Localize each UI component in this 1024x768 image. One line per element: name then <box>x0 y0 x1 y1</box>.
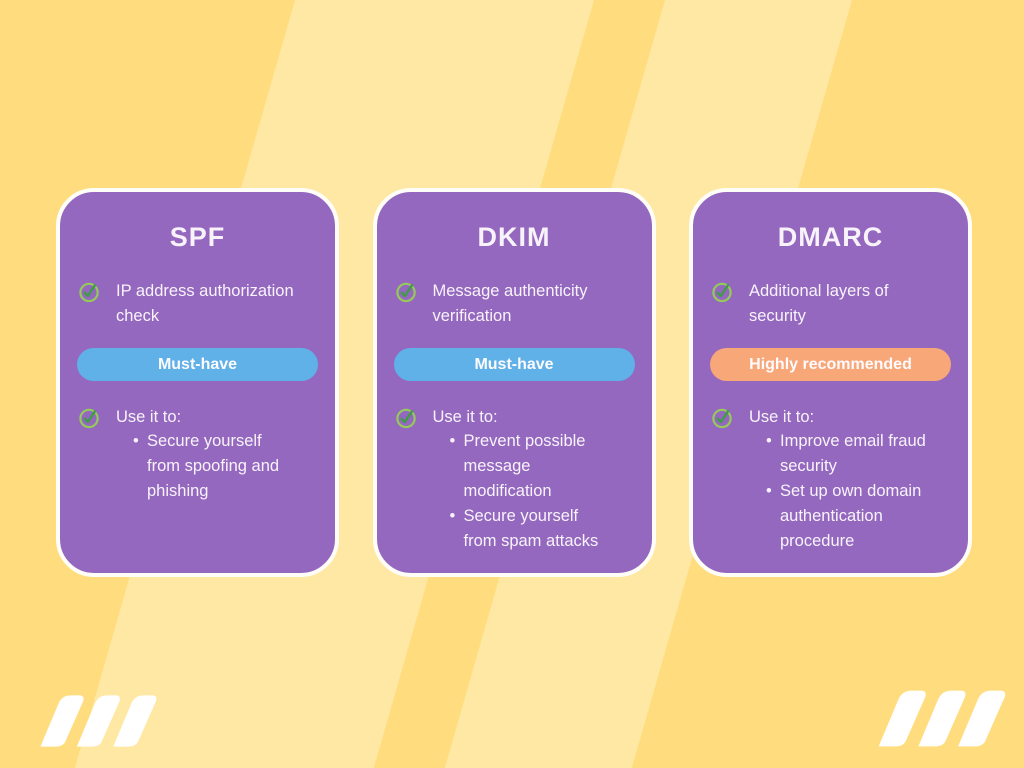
status-badge: Must-have <box>393 348 635 381</box>
spf-card: SPF IP address authorization check Must-… <box>56 188 339 577</box>
bullet-item: Secure yourself from spoofing and phishi… <box>133 429 323 504</box>
card-title: SPF <box>169 222 226 252</box>
bullet-list: Prevent possible message modification Se… <box>450 429 640 554</box>
card-title: DKIM <box>477 222 551 252</box>
bullet-item: Prevent possible message modification <box>450 429 640 504</box>
check-circle-icon <box>79 282 99 303</box>
cards-row: SPF IP address authorization check Must-… <box>56 188 972 577</box>
status-badge: Must-have <box>77 348 318 381</box>
triple-slash-logo <box>878 690 1006 747</box>
use-it-to-label: Use it to: <box>749 408 815 426</box>
description-row: Message authenticity verification <box>395 279 638 329</box>
check-circle-icon <box>79 408 99 429</box>
check-circle-icon <box>395 408 416 429</box>
description-row: Additional layers of security <box>711 279 954 329</box>
check-circle-icon <box>712 408 732 429</box>
status-badge: Highly recommended <box>710 348 951 381</box>
triple-slash-logo <box>40 695 157 747</box>
card-description: Additional layers of security <box>749 282 889 325</box>
use-it-to-row: Use it to: <box>395 405 638 430</box>
check-circle-icon <box>395 282 416 303</box>
use-it-to-label: Use it to: <box>116 408 182 426</box>
card-description: IP address authorization check <box>116 282 294 325</box>
description-row: IP address authorization check <box>78 279 321 329</box>
card-description: Message authenticity verification <box>432 282 588 325</box>
bullet-item: Secure yourself from spam attacks <box>450 504 640 554</box>
dkim-card: DKIM Message authenticity verification M… <box>372 188 656 577</box>
bullet-list: Improve email fraud security Set up own … <box>766 429 956 554</box>
check-circle-icon <box>712 282 732 303</box>
use-it-to-row: Use it to: <box>78 405 321 430</box>
card-title: DMARC <box>777 222 884 252</box>
bullet-list: Secure yourself from spoofing and phishi… <box>133 429 323 504</box>
use-it-to-row: Use it to: <box>711 405 954 430</box>
dmarc-card: DMARC Additional layers of security High… <box>689 188 972 577</box>
bullet-item: Improve email fraud security <box>766 429 956 479</box>
use-it-to-label: Use it to: <box>432 408 498 426</box>
bullet-item: Set up own domain authentication procedu… <box>766 479 956 554</box>
